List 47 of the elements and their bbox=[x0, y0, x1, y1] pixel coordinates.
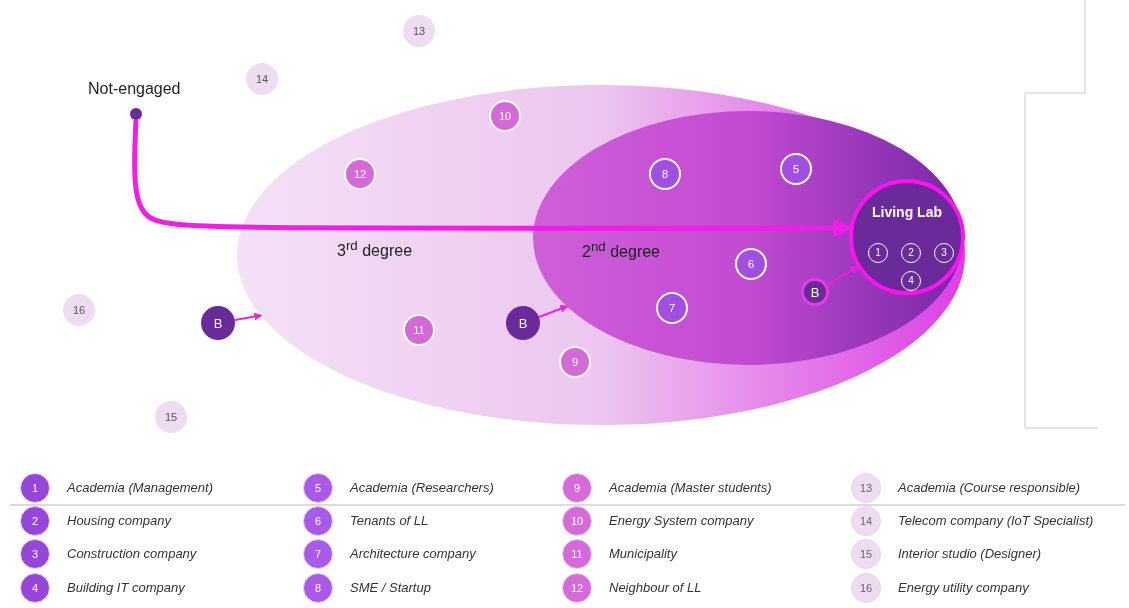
legend-number: 10 bbox=[562, 506, 592, 536]
legend-text: Municipality bbox=[609, 546, 677, 561]
legend-text: Tenants of LL bbox=[350, 513, 429, 528]
legend-number: 3 bbox=[20, 539, 50, 569]
legend-text: Construction company bbox=[67, 546, 197, 561]
legend-number: 16 bbox=[851, 573, 881, 603]
legend-text: Academia (Master students) bbox=[609, 480, 772, 495]
stakeholder-circle: B bbox=[201, 306, 235, 340]
number-circle: 14 bbox=[246, 63, 278, 95]
legend-text: Building IT company bbox=[67, 580, 185, 595]
legend-number: 6 bbox=[303, 506, 333, 536]
arrow bbox=[826, 265, 859, 286]
legend-text: Academia (Management) bbox=[67, 480, 213, 495]
legend-text: Academia (Researchers) bbox=[350, 480, 494, 495]
legend-number: 12 bbox=[562, 573, 592, 603]
legend-number: 13 bbox=[851, 473, 881, 503]
legend-number: 2 bbox=[20, 506, 50, 536]
not-engaged-label: Not-engaged bbox=[88, 80, 181, 98]
legend-number: 15 bbox=[851, 539, 881, 569]
legend-number: 4 bbox=[20, 573, 50, 603]
legend-text: Energy utility company bbox=[898, 580, 1029, 595]
living-lab-title: Living Lab bbox=[871, 205, 943, 219]
legend-number: 8 bbox=[303, 573, 333, 603]
arrow bbox=[132, 119, 853, 238]
number-circle: 16 bbox=[63, 294, 95, 326]
degree-label: 2$^{nd}$ degree bbox=[582, 239, 660, 262]
legend-number: 7 bbox=[303, 539, 333, 569]
legend-text: Academia (Course responsible) bbox=[898, 480, 1081, 495]
legend-text: Interior studio (Designer) bbox=[898, 546, 1042, 561]
arrow bbox=[233, 312, 263, 322]
legend-number: 5 bbox=[303, 473, 333, 503]
legend-number: 14 bbox=[851, 506, 881, 536]
legend-text: Housing company bbox=[67, 513, 172, 528]
legend-text: Telecom company (IoT Specialist) bbox=[898, 513, 1094, 528]
legend-text: Architecture company bbox=[350, 546, 476, 561]
degree-label: 3$^{rd}$ degree bbox=[337, 238, 413, 261]
number-circle: 13 bbox=[403, 15, 435, 47]
legend-text: Energy System company bbox=[609, 513, 754, 528]
legend-text: SME / Startup bbox=[350, 580, 431, 595]
outer-ring-region bbox=[237, 85, 965, 425]
legend-number: 11 bbox=[562, 539, 592, 569]
legend-number: 1 bbox=[20, 473, 50, 503]
number-circle: 15 bbox=[155, 401, 187, 433]
legend-number: 9 bbox=[562, 473, 592, 503]
legend-text: Neighbour of LL bbox=[609, 580, 702, 595]
arrow bbox=[537, 304, 569, 318]
inner-ring-region bbox=[533, 111, 963, 365]
